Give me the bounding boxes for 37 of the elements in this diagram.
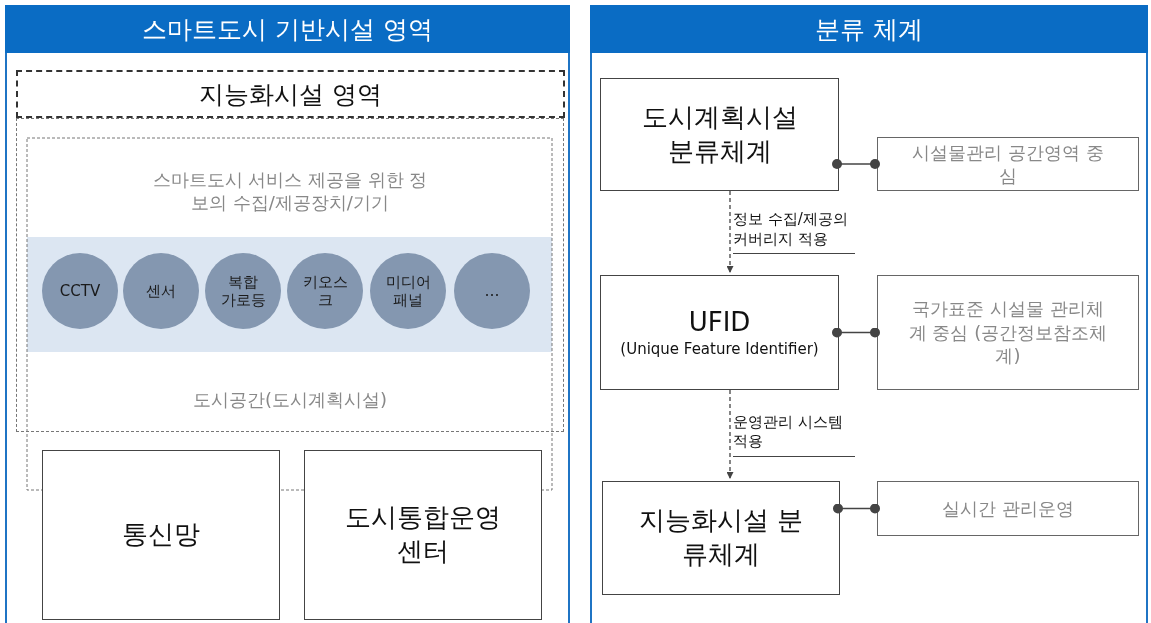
device-label: … [484,282,500,300]
connector-line [832,159,880,169]
note-text: 시설물관리 공간영역 중심 [911,140,1105,188]
panel-heading: 분류 체계 [590,5,1148,53]
box-title: 도시통합운영센터 [344,501,502,568]
arrow [726,190,734,274]
region-panel [5,5,570,623]
process-box [602,481,840,595]
area-description: 스마트도시 서비스 제공을 위한 정보의 수집/제공장치/기기 [151,169,429,214]
note-box [877,137,1139,191]
process-box [600,78,839,191]
process-box [42,450,280,620]
panel-heading: 스마트도시 기반시설 영역 [5,5,570,53]
connector-line [832,327,880,338]
note-text: 국가표준 시설물 관리체계 중심 (공간정보참조체계) [908,297,1108,368]
device-label: 센서 [146,282,176,300]
box-title: 통신망 [122,518,200,552]
device-label: 키오스크 [301,273,349,309]
dashed-area-box [16,118,564,432]
device-label: CCTV [59,282,101,300]
process-box [304,450,542,620]
device-label: 미디어 패널 [384,273,432,309]
process-box [600,275,839,390]
box-title: 도시계획시설 분류체계 [640,100,799,168]
arrow [726,389,734,480]
box-title: UFID [688,305,751,339]
note-text: 실시간 관리운영 [942,496,1074,521]
area-title: 지능화시설 영역 [199,78,382,111]
connector-line [833,503,880,514]
note-box [877,275,1139,390]
device-label: 복합 가로등 [219,273,267,309]
box-title: 지능화시설 분류체계 [637,504,805,571]
dashed-title-box [16,70,565,118]
box-subtitle: (Unique Feature Identifier) [620,339,819,360]
note-box [877,481,1139,536]
area-caption: 도시공간(도시계획시설) [191,389,388,412]
region-panel [590,5,1148,623]
